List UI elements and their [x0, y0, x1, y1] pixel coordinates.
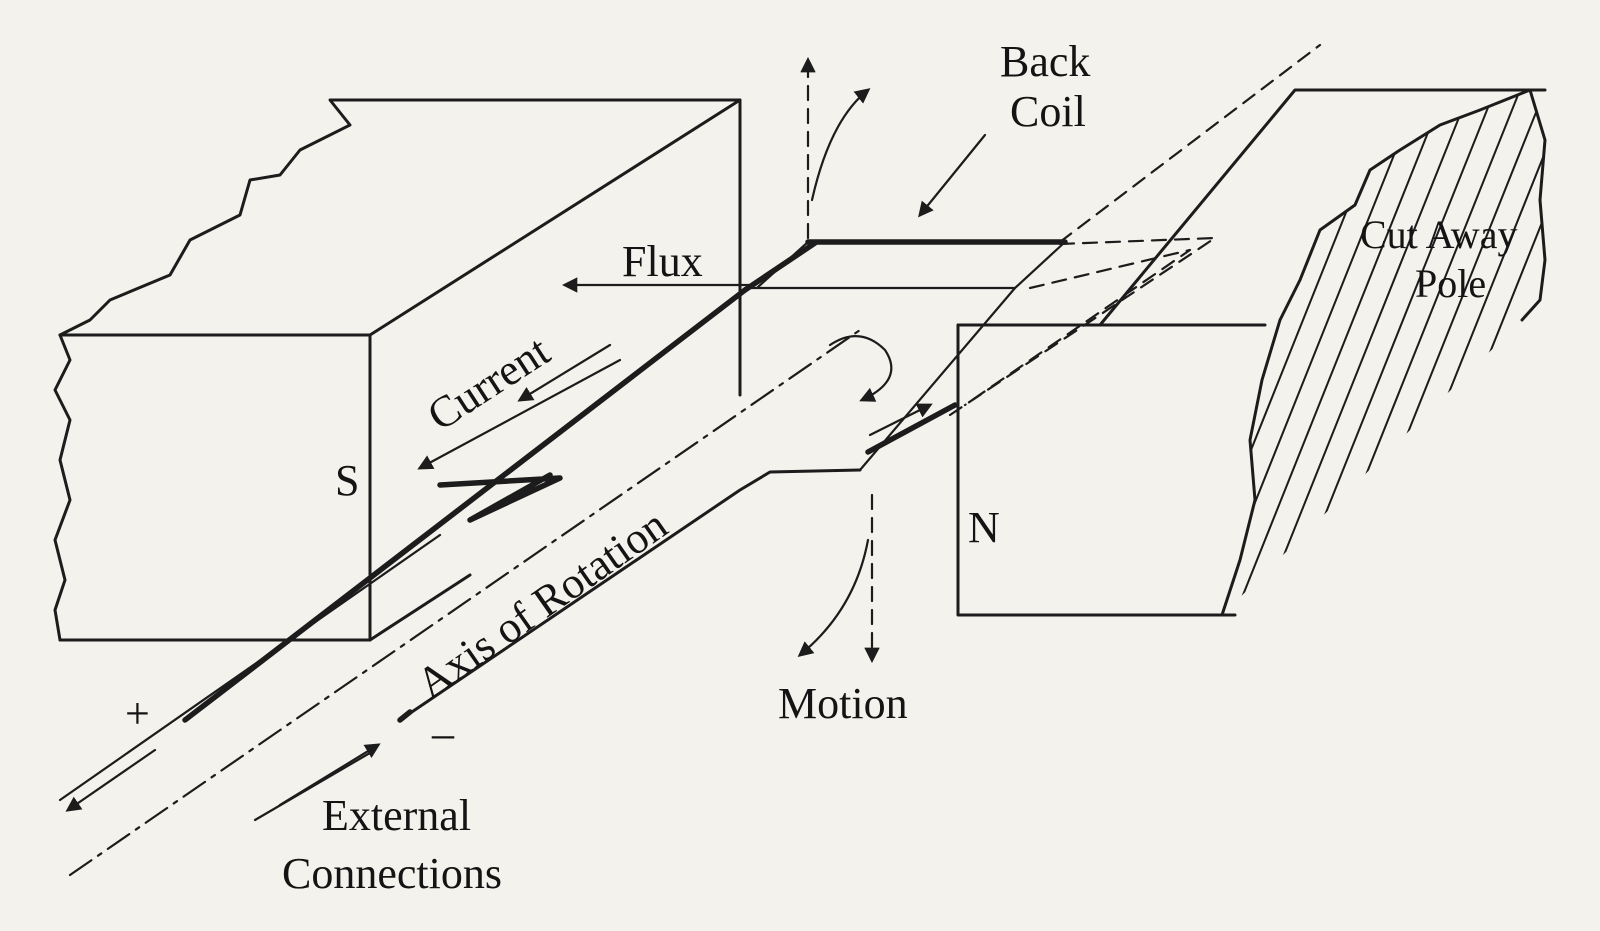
back-coil-label-line1: Back [1000, 37, 1090, 86]
axis-of-rotation [58, 328, 862, 877]
back-coil-pointer-arrow [918, 133, 987, 218]
minus-terminal-label: – [431, 709, 455, 758]
back-coil-label-line2: Coil [1010, 87, 1086, 136]
coil-direction-arrow [868, 403, 933, 437]
cut-away-hatching [1222, 90, 1545, 615]
north-pole-label: N [968, 503, 1000, 552]
cut-away-label-line2: Pole [1415, 261, 1486, 306]
motion-label: Motion [778, 679, 908, 728]
external-connections-label-line2: Connections [282, 849, 502, 898]
flux-label: Flux [622, 237, 703, 286]
south-pole-label: S [335, 456, 359, 505]
upward-motion-arrow [800, 56, 871, 240]
axis-of-rotation-label: Axis of Rotation [408, 500, 676, 708]
downward-motion-arrow [797, 493, 880, 664]
rotation-arrow [828, 335, 893, 402]
cut-away-label-line1: Cut Away [1360, 212, 1517, 257]
north-pole-block [956, 88, 1547, 617]
current-label: Current [419, 326, 558, 440]
external-connection-arrows [65, 743, 381, 812]
armature-coil [182, 43, 1322, 723]
current-arrows [417, 343, 622, 470]
plus-terminal-label: + [125, 689, 150, 738]
external-connections-label-line1: External [322, 791, 471, 840]
